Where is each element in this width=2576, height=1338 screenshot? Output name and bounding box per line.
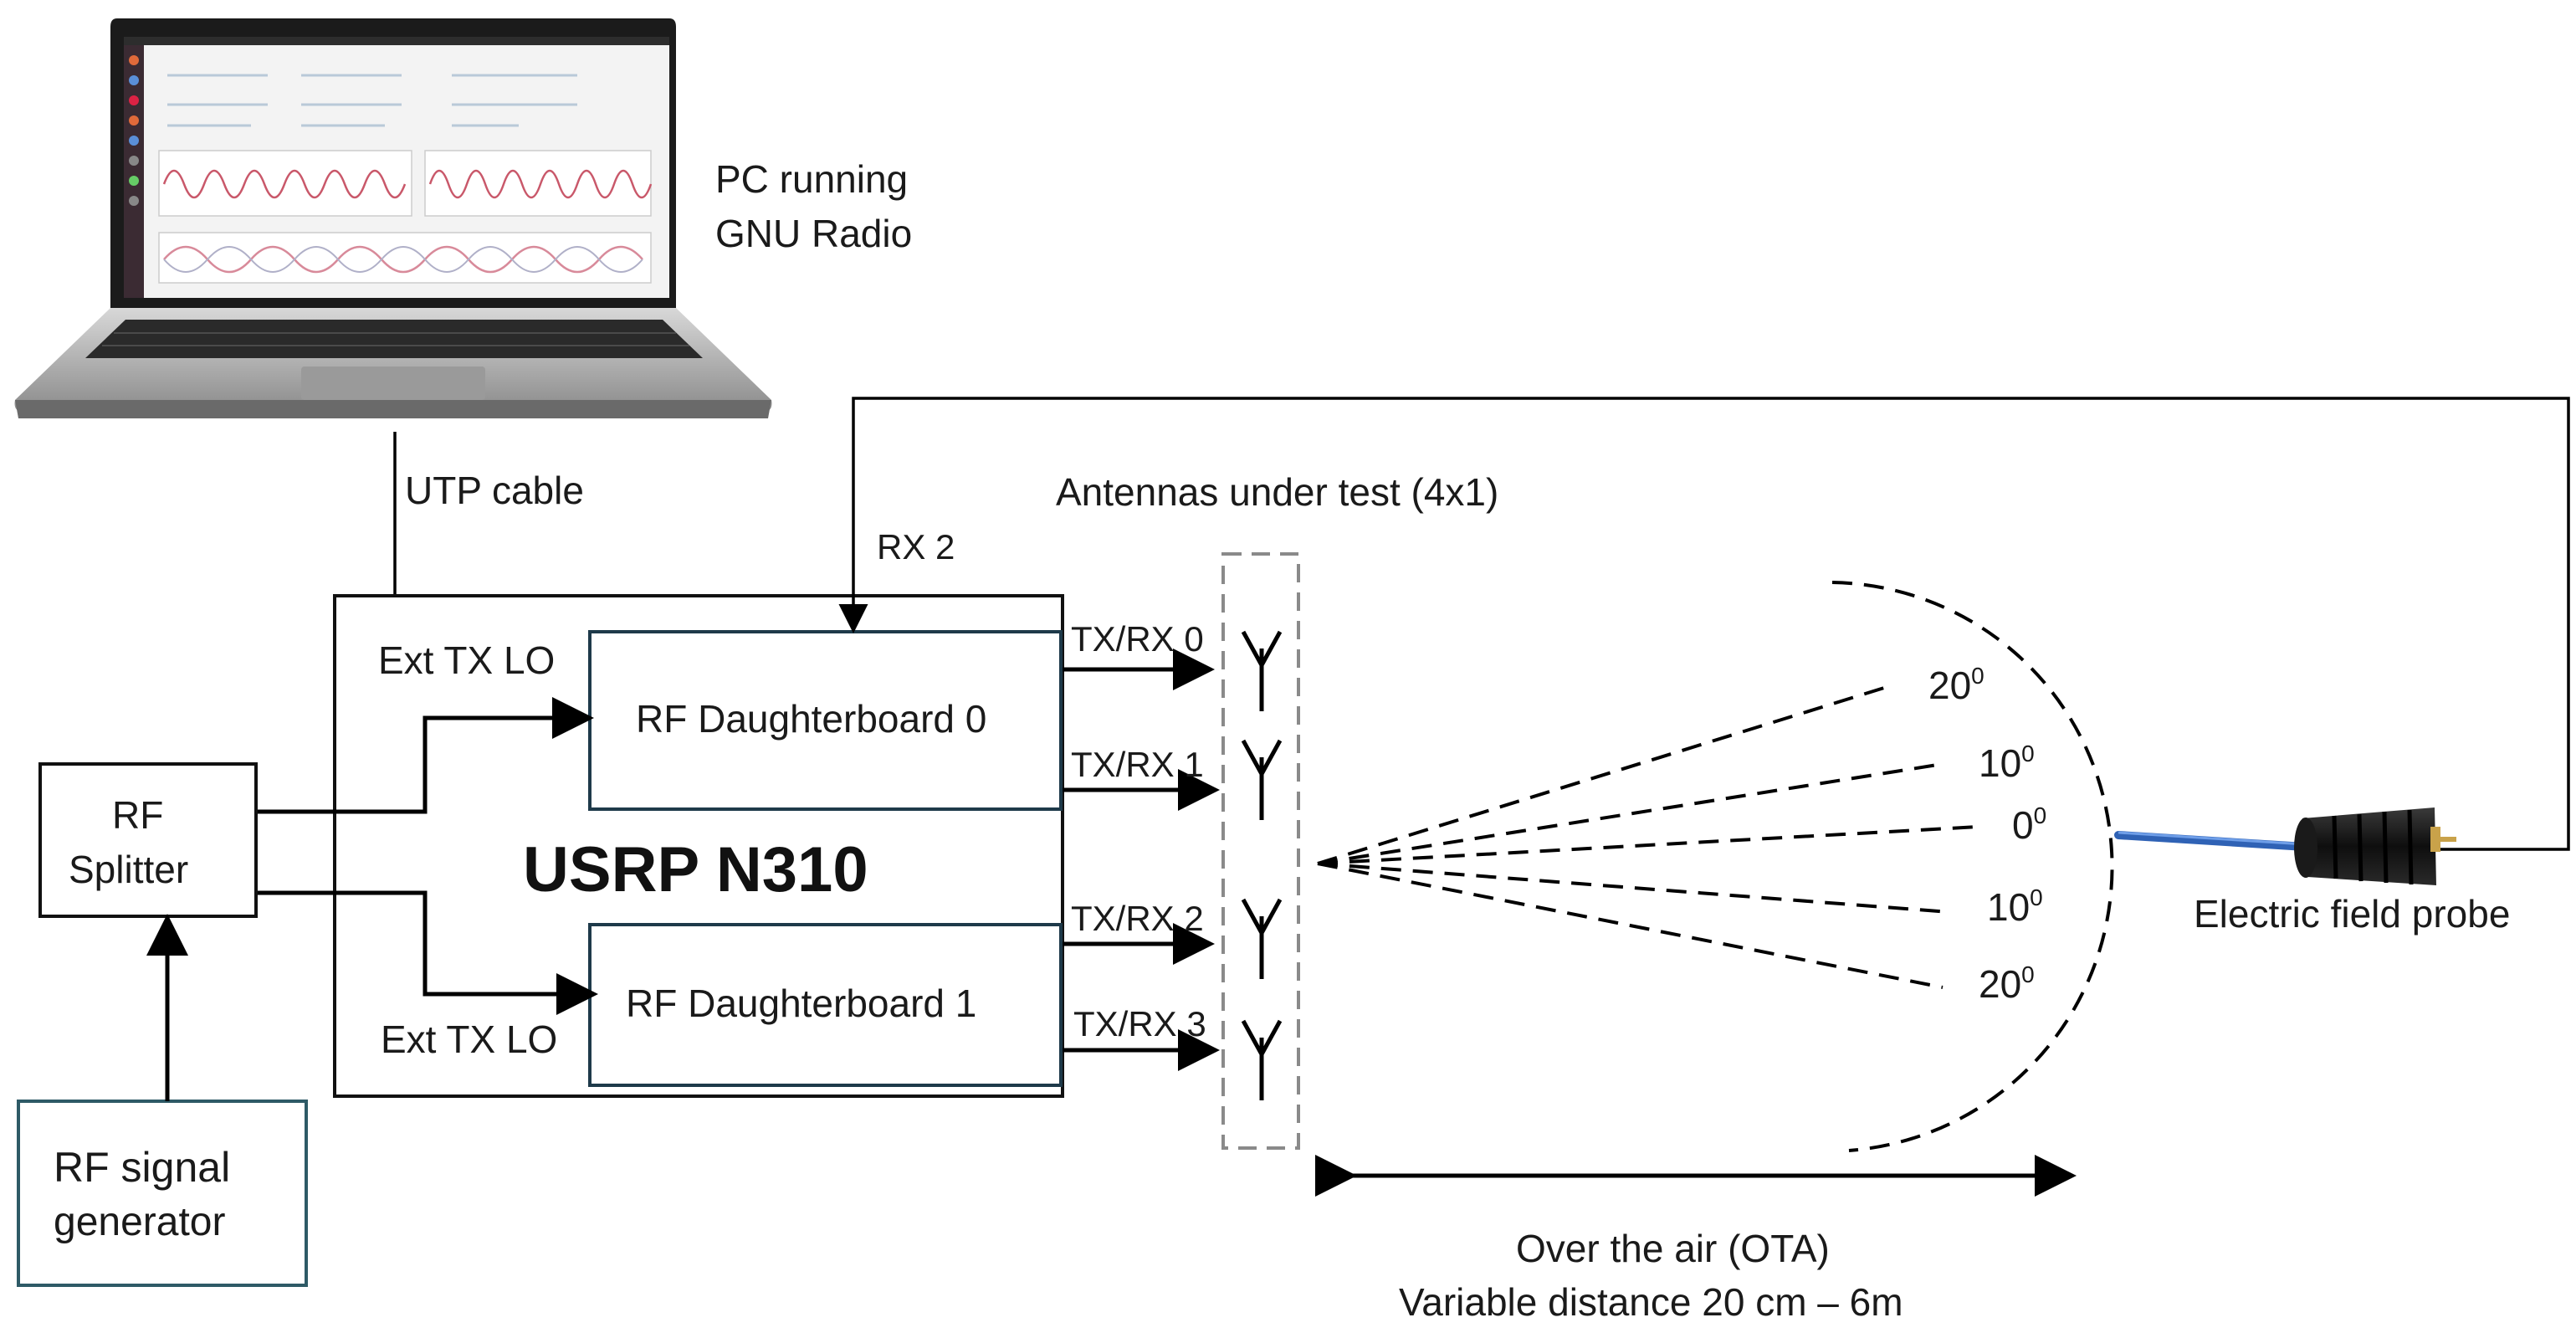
ota-label-line1: Over the air (OTA) bbox=[1516, 1227, 1830, 1270]
beam-direction-lines bbox=[1317, 686, 1979, 989]
svg-text:100: 100 bbox=[1979, 741, 2035, 785]
angle-label: 100 bbox=[1979, 741, 2035, 785]
splitter-to-db0-line bbox=[258, 697, 594, 814]
laptop-image bbox=[14, 18, 772, 418]
probe-label: Electric field probe bbox=[2194, 892, 2510, 936]
rf-generator-line1: RF signal bbox=[54, 1144, 230, 1191]
daughterboard-0-box bbox=[588, 630, 1063, 811]
splitter-to-db1-line bbox=[258, 890, 598, 1015]
svg-text:200: 200 bbox=[1928, 663, 1984, 707]
daughterboard-1-label: RF Daughterboard 1 bbox=[626, 982, 976, 1025]
svg-text:100: 100 bbox=[1987, 884, 2043, 929]
antenna-icon bbox=[1241, 898, 1283, 979]
ext-tx-lo-top-label: Ext TX LO bbox=[378, 638, 555, 682]
angle-label: 100 bbox=[1987, 884, 2043, 929]
port-label-1: TX/RX 1 bbox=[1071, 745, 1204, 784]
svg-text:200: 200 bbox=[1979, 961, 2035, 1006]
angle-label: 00 bbox=[2012, 802, 2046, 847]
rx2-feedback-line bbox=[838, 397, 2570, 851]
rf-splitter-box bbox=[38, 762, 258, 918]
electric-field-probe-image bbox=[2114, 807, 2456, 885]
rf-signal-generator-box bbox=[17, 1100, 308, 1287]
angle-label: 200 bbox=[1979, 961, 2035, 1006]
rx2-label: RX 2 bbox=[877, 527, 955, 566]
antenna-icon bbox=[1241, 739, 1283, 820]
angle-label: 200 bbox=[1928, 663, 1984, 707]
ext-tx-lo-bottom-label: Ext TX LO bbox=[381, 1018, 557, 1061]
utp-cable-label: UTP cable bbox=[405, 469, 584, 512]
rf-splitter-line2: Splitter bbox=[69, 848, 188, 891]
svg-text:00: 00 bbox=[2012, 802, 2046, 847]
measurement-arc bbox=[1831, 581, 2114, 1152]
rf-splitter-line1: RF bbox=[112, 793, 163, 837]
antennas-label: Antennas under test (4x1) bbox=[1056, 470, 1498, 514]
pc-label-line2: GNU Radio bbox=[715, 212, 912, 255]
daughterboard-0-label: RF Daughterboard 0 bbox=[636, 697, 986, 741]
port-label-3: TX/RX 3 bbox=[1073, 1004, 1206, 1043]
port-lines bbox=[1063, 648, 1220, 1071]
daughterboard-1-box bbox=[588, 923, 1063, 1087]
usrp-title: USRP N310 bbox=[523, 834, 868, 905]
antenna-icon bbox=[1241, 1019, 1283, 1100]
port-label-2: TX/RX 2 bbox=[1071, 899, 1204, 938]
port-label-0: TX/RX 0 bbox=[1071, 619, 1204, 659]
rf-generator-line2: generator bbox=[54, 1200, 225, 1244]
pc-label-line1: PC running bbox=[715, 157, 908, 201]
antenna-icon bbox=[1241, 630, 1283, 711]
antenna-array-outline bbox=[1221, 552, 1300, 1150]
ota-label-line2: Variable distance 20 cm – 6m bbox=[1399, 1280, 1903, 1324]
